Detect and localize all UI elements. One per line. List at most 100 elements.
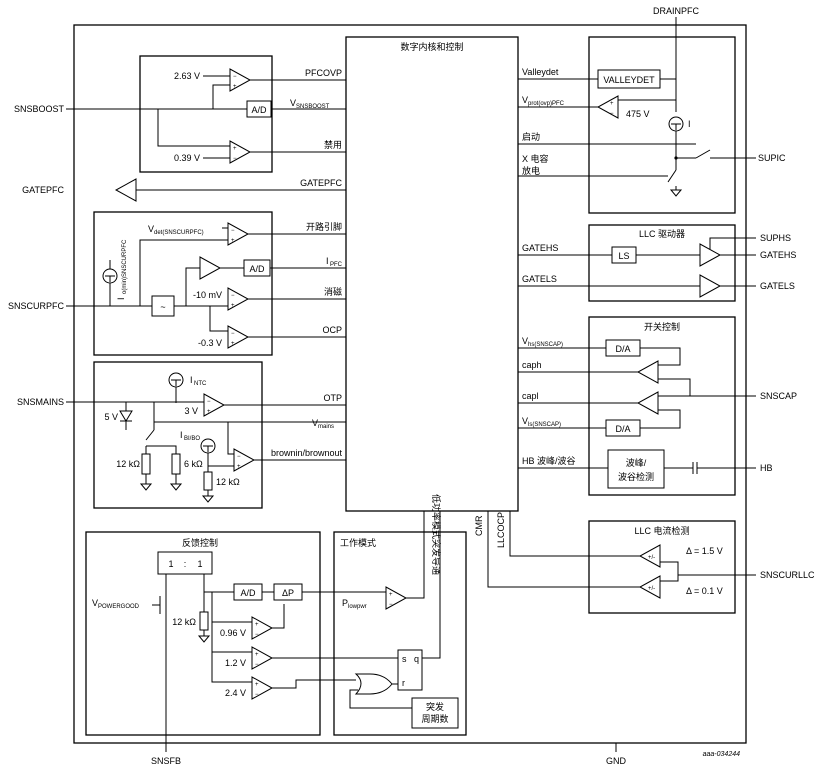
svg-text:det(SNSCURPFC): det(SNSCURPFC) <box>154 230 204 236</box>
svg-text:V: V <box>148 224 154 234</box>
pin-hb[interactable]: HB <box>760 463 773 473</box>
svg-text:LLC 电流检测: LLC 电流检测 <box>634 525 689 536</box>
pin-snscap[interactable]: SNSCAP <box>760 391 797 401</box>
valley-block <box>588 36 736 214</box>
svg-text:+/-: +/- <box>648 555 655 561</box>
svg-text:放电: 放电 <box>522 165 540 176</box>
svg-text:+: + <box>610 101 614 107</box>
snscurpfc-block <box>93 211 273 356</box>
svg-text:475 V: 475 V <box>626 109 650 119</box>
gatels-driver <box>699 274 721 298</box>
svg-text:−: − <box>231 293 235 299</box>
svg-text:+: + <box>255 652 259 658</box>
svg-text:V: V <box>290 98 296 108</box>
svg-text:−: − <box>233 156 237 162</box>
svg-text:mains: mains <box>318 424 334 430</box>
svg-text:−: − <box>231 228 235 234</box>
pin-snscurllc[interactable]: SNSCURLLC <box>760 570 815 580</box>
pin-gatehs[interactable]: GATEHS <box>760 250 796 260</box>
svg-text:周期数: 周期数 <box>421 713 448 724</box>
svg-text:+: + <box>231 238 235 244</box>
sig-pfcovp: PFCOVP <box>305 68 342 78</box>
or-gate-icon <box>354 673 393 695</box>
svg-text:+: + <box>233 146 237 152</box>
svg-text:+: + <box>231 303 235 309</box>
ic-boundary <box>73 24 747 744</box>
svg-text:+: + <box>231 341 235 347</box>
sig-lowpwr-burst: 低功率模式突发导通 <box>431 494 442 575</box>
svg-text:−: − <box>207 399 211 405</box>
hb-peak-detector <box>607 449 665 489</box>
current-source-icon <box>102 268 118 284</box>
svg-text:1: 1 <box>197 559 202 569</box>
sr-latch <box>397 649 423 691</box>
switch-icon <box>145 429 155 441</box>
svg-text:12 kΩ: 12 kΩ <box>216 477 240 487</box>
svg-text:−: − <box>233 74 237 80</box>
svg-text::: : <box>184 559 187 569</box>
caph-comparator <box>637 360 659 384</box>
burst-counter <box>411 697 459 729</box>
sig-gatehs: GATEHS <box>522 243 558 253</box>
svg-text:I: I <box>326 256 329 266</box>
svg-text:2.4 V: 2.4 V <box>225 688 246 698</box>
pin-snsmains[interactable]: SNSMAINS <box>17 397 64 407</box>
pin-gnd[interactable]: GND <box>606 756 627 766</box>
svg-text:o(min)SNSCURPFC: o(min)SNSCURPFC <box>122 239 128 294</box>
pin-gatels[interactable]: GATELS <box>760 281 795 291</box>
svg-text:波峰/: 波峰/ <box>626 457 647 468</box>
svg-text:+: + <box>207 409 211 415</box>
svg-text:+: + <box>237 464 241 470</box>
llc-current-block <box>588 520 736 614</box>
svg-text:NTC: NTC <box>194 381 207 387</box>
svg-text:D/A: D/A <box>615 424 630 434</box>
svg-text:−: − <box>389 602 393 608</box>
sig-caph: caph <box>522 360 542 370</box>
pin-snsfb[interactable]: SNSFB <box>151 756 181 766</box>
pin-snscurpfc[interactable]: SNSCURPFC <box>8 301 65 311</box>
pin-snsboost[interactable]: SNSBOOST <box>14 104 65 114</box>
sig-capl: capl <box>522 391 539 401</box>
pin-gatepfc[interactable]: GATEPFC <box>22 185 64 195</box>
svg-text:prot(ovp)PFC: prot(ovp)PFC <box>528 101 565 107</box>
svg-text:工作模式: 工作模式 <box>340 537 376 548</box>
svg-text:hs(SNSCAP): hs(SNSCAP) <box>528 342 563 348</box>
vprot-comparator <box>597 95 619 119</box>
resistor-6k <box>171 453 181 475</box>
svg-text:反馈控制: 反馈控制 <box>182 537 218 548</box>
svg-text:I: I <box>180 430 183 440</box>
svg-text:−: − <box>255 632 259 638</box>
svg-text:+/-: +/- <box>648 586 655 592</box>
svg-text:−: − <box>255 662 259 668</box>
svg-text:P: P <box>342 598 348 608</box>
svg-text:LS: LS <box>618 251 629 261</box>
bibo-current-source-icon <box>200 438 216 454</box>
sig-gatels: GATELS <box>522 274 557 284</box>
sig-ocp: OCP <box>322 325 342 335</box>
sig-gatepfc: GATEPFC <box>300 178 342 188</box>
sig-disable: 禁用 <box>324 140 342 150</box>
svg-text:-0.3 V: -0.3 V <box>198 338 222 348</box>
svg-text:lowpwr: lowpwr <box>348 604 367 610</box>
ipfc-amplifier <box>199 256 221 280</box>
sig-llcocp: LLCOCP <box>496 512 506 548</box>
svg-text:I: I <box>190 375 193 385</box>
pin-suphs[interactable]: SUPHS <box>760 233 791 243</box>
feedback-block <box>85 531 321 736</box>
sig-otp: OTP <box>323 393 342 403</box>
ntc-current-source-icon <box>168 372 184 388</box>
pin-drainpfc[interactable]: DRAINPFC <box>653 6 700 16</box>
snsmains-block <box>93 361 263 509</box>
svg-text:Δ = 1.5 V: Δ = 1.5 V <box>686 546 723 556</box>
svg-text:A/D: A/D <box>240 588 256 598</box>
svg-text:X 电容: X 电容 <box>522 153 549 164</box>
pin-supic[interactable]: SUPIC <box>758 153 786 163</box>
discharge-switch-icon <box>667 169 677 183</box>
svg-text:HB 波峰/波谷: HB 波峰/波谷 <box>522 455 576 466</box>
startup-switch-icon <box>695 149 711 159</box>
svg-text:LLC 驱动器: LLC 驱动器 <box>639 229 685 239</box>
figure-id: aaa-034244 <box>703 751 740 758</box>
svg-text:+: + <box>255 622 259 628</box>
svg-text:A/D: A/D <box>251 105 267 115</box>
gatepfc-driver <box>115 178 137 202</box>
